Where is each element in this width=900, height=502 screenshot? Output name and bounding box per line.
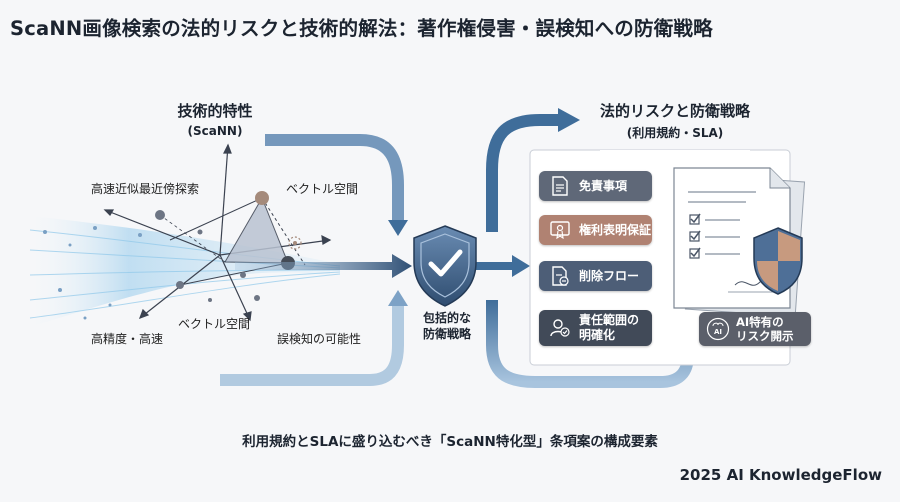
item-responsibility-line1: 責任範囲の — [579, 313, 640, 327]
document-lines-icon — [547, 176, 573, 196]
right-heading-title: 法的リスクと防衛戦略 — [599, 102, 750, 120]
ai-icon-text: AI — [714, 328, 722, 336]
item-deletion-flow-label: 削除フロー — [579, 268, 640, 283]
ai-box-text: AI特有の リスク開示 — [736, 315, 794, 343]
item-warranty-label: 権利表明保証 — [579, 222, 652, 237]
label-vector-space-bottom: ベクトル空間 — [178, 317, 251, 331]
shield-check-icon — [413, 225, 477, 307]
flow-arrow-left — [235, 254, 412, 278]
item-warranty: 権利表明保証 — [539, 215, 652, 245]
left-heading-subtitle: (ScaNN) — [187, 124, 243, 138]
left-heading-title: 技術的特性 — [177, 102, 253, 120]
label-false-detection: 誤検知の可能性 — [277, 332, 362, 346]
caption: 利用規約とSLAに盛り込むべき「ScaNN特化型」条項案の構成要素 — [242, 434, 658, 450]
footer-brand: 2025 AI KnowledgeFlow — [679, 466, 882, 484]
page-title: ScaNN画像検索の法的リスクと技術的解法：著作権侵害・誤検知への防衛戦略 — [10, 17, 713, 40]
label-vector-space-top: ベクトル空間 — [286, 182, 359, 196]
item-disclaimer-label: 免責事項 — [579, 178, 628, 193]
item-deletion-flow: 削除フロー — [539, 261, 652, 291]
item-responsibility-label: 責任範囲の 明確化 — [579, 313, 639, 343]
center-label-line1: 包括的な — [422, 311, 471, 325]
curved-arrow-bottom-left — [220, 290, 408, 386]
item-disclaimer: 免責事項 — [539, 171, 652, 201]
shield-split-icon — [753, 227, 803, 295]
label-fast-search: 高速近似最近傍探索 — [91, 182, 200, 196]
item-responsibility-line2: 明確化 — [579, 328, 616, 342]
ai-box-line1: AI特有の — [736, 315, 784, 329]
center-label-line2: 防衛戦略 — [422, 327, 471, 341]
center-label: 包括的な 防衛戦略 — [414, 310, 480, 342]
ai-risk-disclosure: AI AI特有の リスク開示 — [699, 312, 811, 346]
ai-brain-icon: AI — [706, 317, 730, 341]
curved-arrow-top-right — [486, 108, 580, 232]
person-check-icon — [547, 318, 573, 338]
document-delete-icon — [547, 266, 573, 286]
right-heading-subtitle: (利用規約・SLA) — [626, 126, 724, 140]
item-responsibility: 責任範囲の 明確化 — [539, 310, 652, 346]
flow-arrow-right — [476, 255, 530, 277]
ai-box-line2: リスク開示 — [736, 329, 794, 343]
right-heading: 法的リスクと防衛戦略 (利用規約・SLA) — [580, 100, 770, 141]
curved-arrow-top-left — [265, 134, 408, 236]
left-heading: 技術的特性 (ScaNN) — [155, 100, 275, 138]
certificate-icon — [547, 220, 573, 240]
label-precision-speed: 高精度・高速 — [91, 332, 164, 346]
data-stream — [20, 215, 341, 330]
